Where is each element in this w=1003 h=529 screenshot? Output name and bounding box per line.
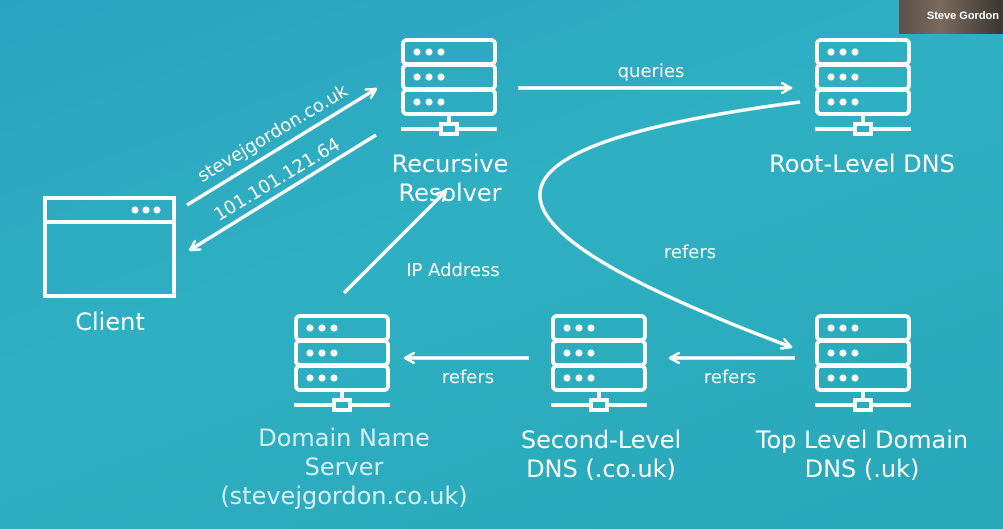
arrow-root-to-tld bbox=[538, 100, 801, 347]
edge-label-ip-address: IP Address bbox=[406, 260, 500, 281]
domain-name-server-label: Domain Name Server (stevejgordon.co.uk) bbox=[220, 424, 468, 510]
second-level-dns-server-icon bbox=[549, 314, 649, 412]
arrow-client-to-resolver bbox=[186, 87, 376, 207]
client-window-icon bbox=[43, 196, 176, 298]
participant-video-tile[interactable]: Steve Gordon bbox=[899, 0, 1003, 34]
recursive-resolver-label: Recursive Resolver bbox=[391, 150, 509, 207]
participant-name: Steve Gordon bbox=[926, 10, 999, 22]
edge-label-root-refers: refers bbox=[663, 242, 717, 263]
client-label: Client bbox=[75, 308, 145, 336]
second-level-dns-label: Second-Level DNS (.co.uk) bbox=[520, 426, 682, 483]
root-level-dns-label: Root-Level DNS bbox=[769, 150, 955, 178]
edge-label-tld-refers: refers bbox=[703, 367, 757, 388]
edge-label-second-level-refers: refers bbox=[441, 367, 495, 388]
arrow-resolver-to-client bbox=[190, 133, 377, 252]
recursive-resolver-server-icon bbox=[399, 38, 499, 136]
root-level-dns-server-icon bbox=[813, 38, 913, 136]
tld-dns-server-icon bbox=[813, 314, 913, 412]
domain-name-server-icon bbox=[292, 314, 392, 412]
edge-label-queries: queries bbox=[617, 61, 685, 82]
arrow-nameserver-to-resolver bbox=[342, 191, 446, 295]
top-level-domain-dns-label: Top Level Domain DNS (.uk) bbox=[755, 426, 969, 483]
